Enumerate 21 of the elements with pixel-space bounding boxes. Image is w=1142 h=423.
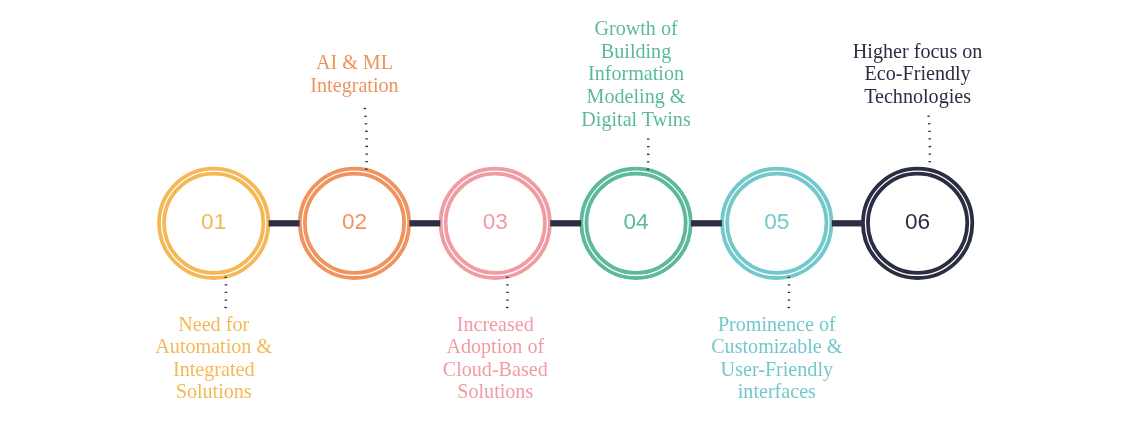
connector xyxy=(927,114,932,170)
node-circle: 01 xyxy=(157,166,271,280)
node-text: Prominence of Customizable & User-Friendly interfaces xyxy=(711,312,843,402)
node-text: AI & ML Integration xyxy=(310,50,399,96)
node-text: Higher focus on Eco-Friendly Technologies xyxy=(852,39,983,107)
connector xyxy=(550,219,582,226)
connector xyxy=(646,137,650,170)
connector xyxy=(787,276,791,309)
connector xyxy=(831,219,863,226)
node-circle: 02 xyxy=(297,166,412,280)
node-circle: 06 xyxy=(861,166,975,280)
node-circle: 05 xyxy=(720,166,834,280)
node-text: Increased Adoption of Cloud-Based Solutions xyxy=(442,312,548,402)
connector xyxy=(268,219,300,226)
node-text: Need for Automation & Integrated Solutions xyxy=(155,312,273,402)
connector xyxy=(409,219,441,226)
connector xyxy=(505,276,509,309)
node-circle: 03 xyxy=(438,166,552,280)
node-circle: 04 xyxy=(579,166,693,280)
connector xyxy=(224,276,228,309)
node-text: Growth of Building Information Modeling & Digital Twins xyxy=(581,16,691,130)
